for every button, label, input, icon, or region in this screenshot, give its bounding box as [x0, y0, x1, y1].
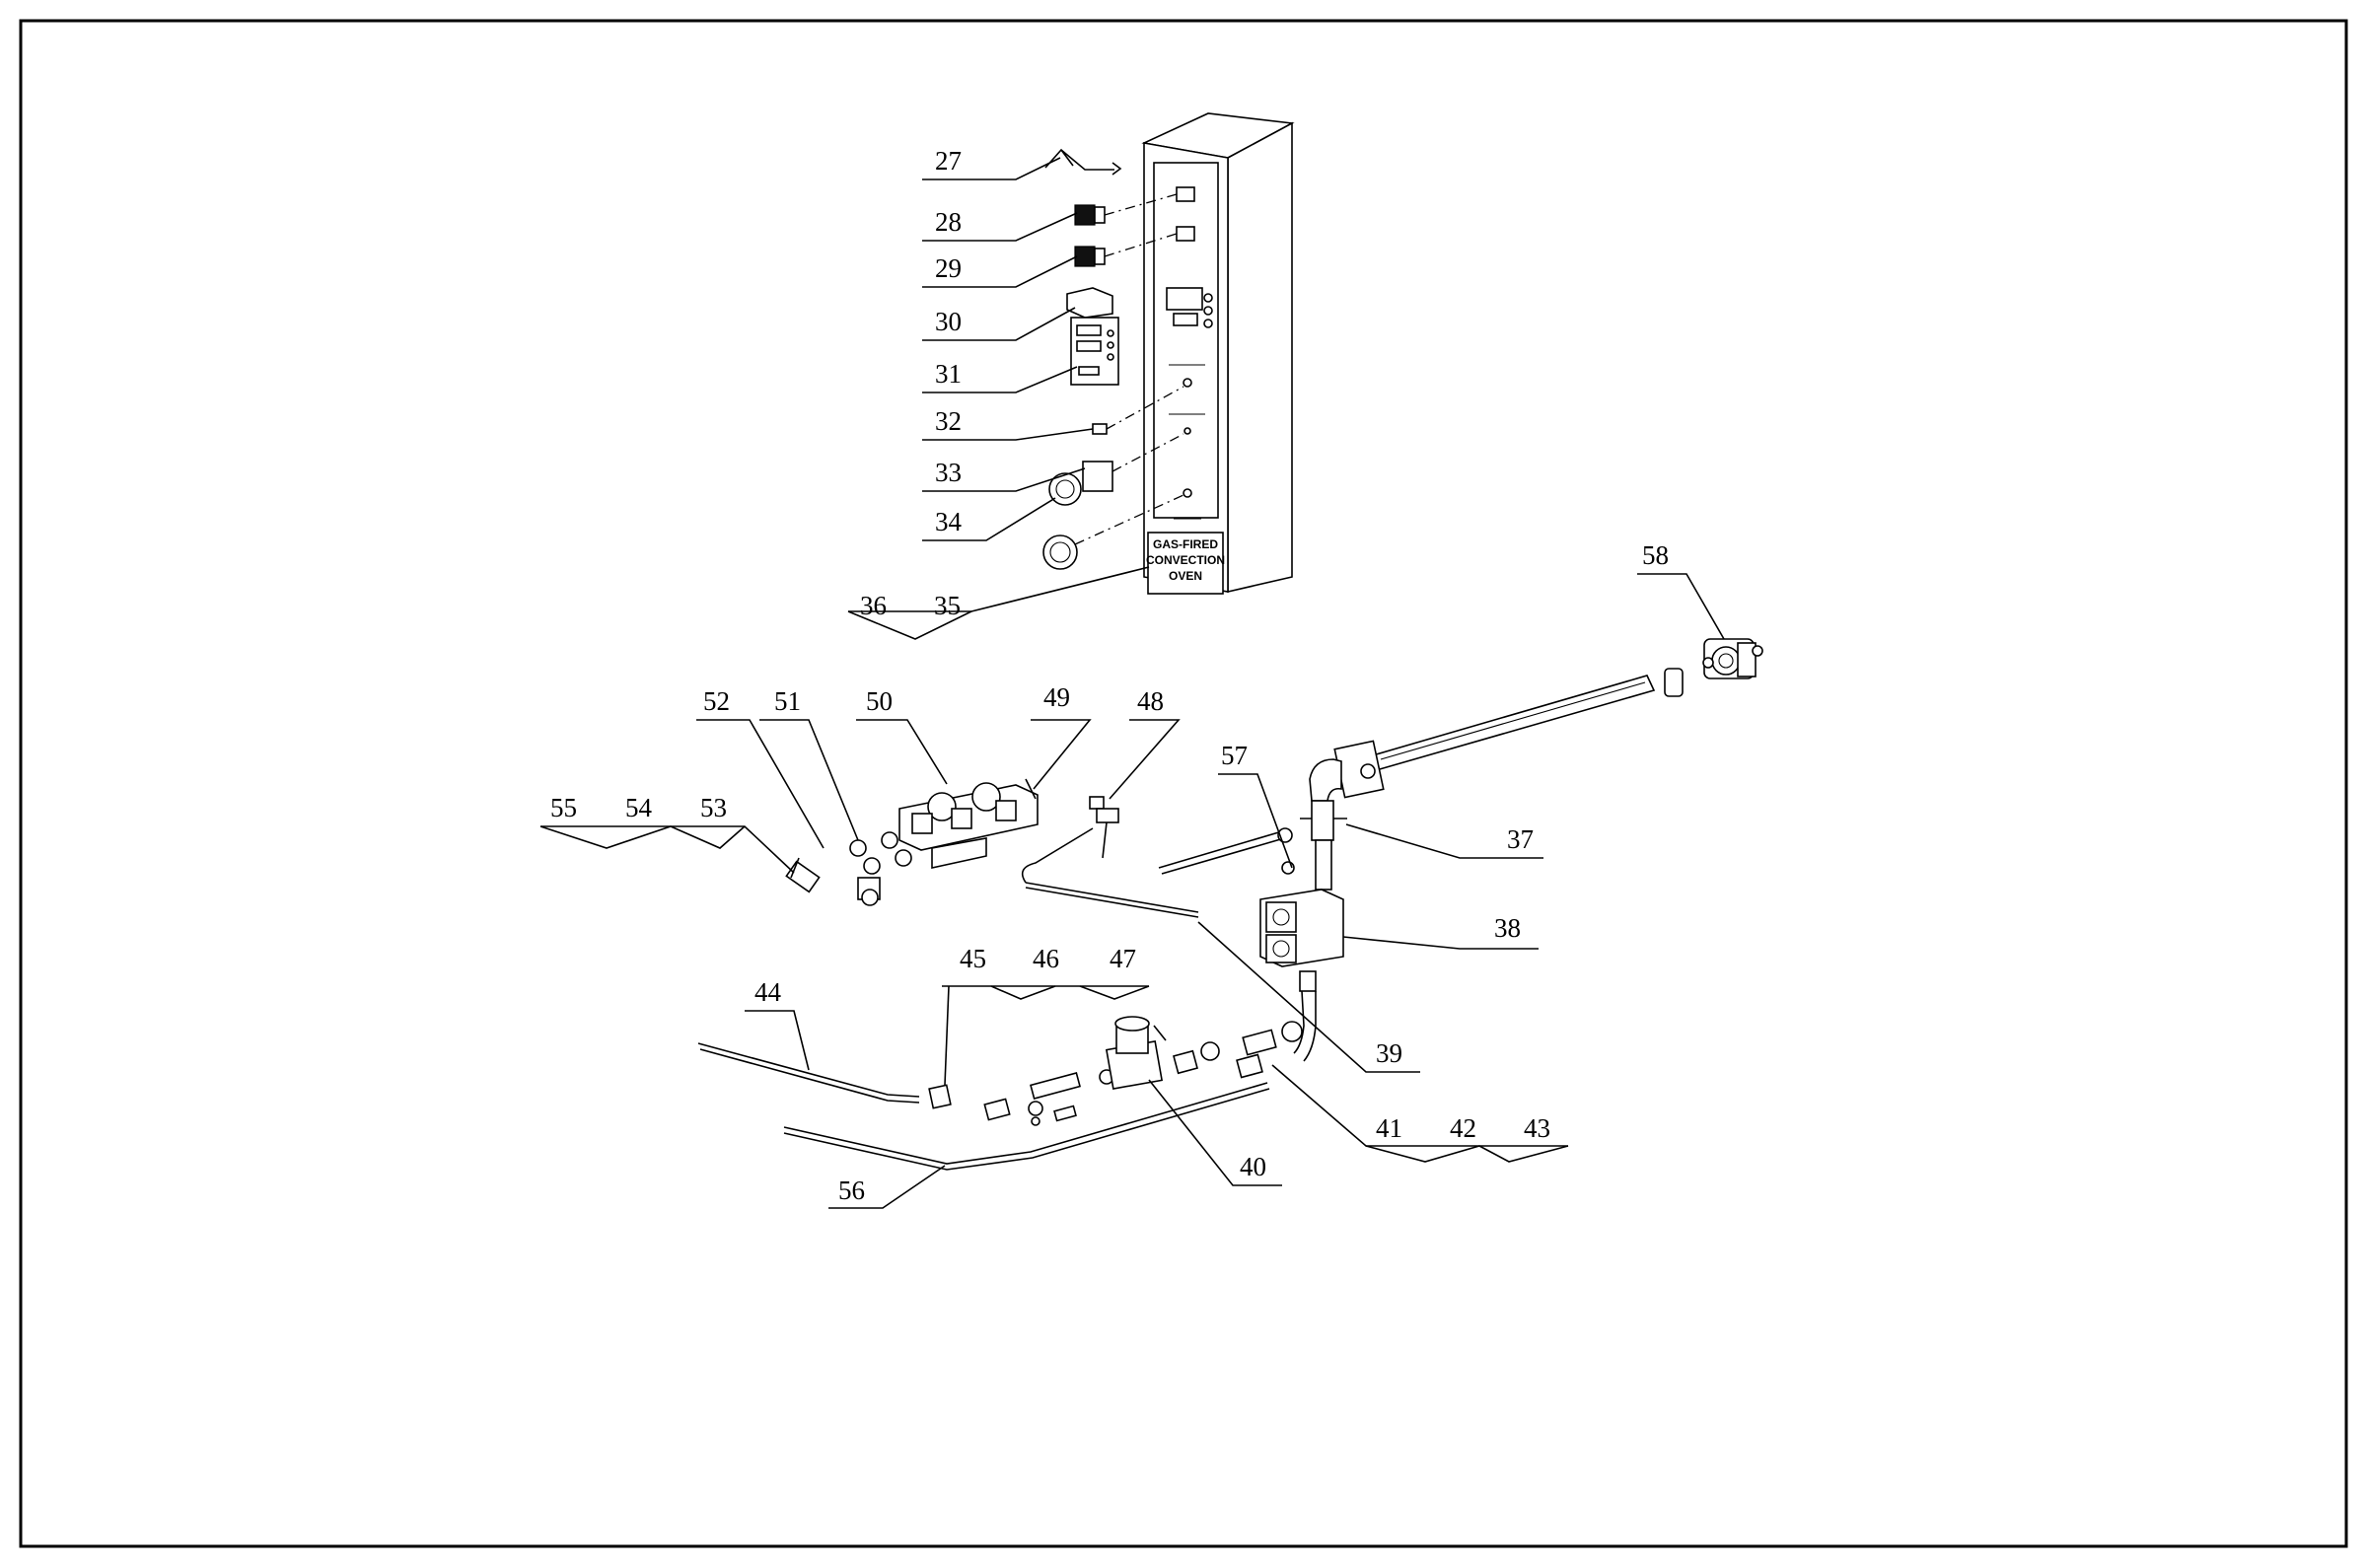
- callout-42: 42: [1450, 1113, 1476, 1143]
- callout-28: 28: [935, 207, 962, 237]
- callout-31: 31: [935, 359, 962, 389]
- leader-lines: [539, 157, 1725, 1209]
- callout-41: 41: [1376, 1113, 1402, 1143]
- callout-49: 49: [1043, 682, 1070, 712]
- callout-51: 51: [774, 686, 801, 716]
- callout-40: 40: [1240, 1152, 1266, 1181]
- callout-36: 36: [860, 591, 887, 620]
- callout-48: 48: [1137, 686, 1164, 716]
- control-panel: GAS-FIRED CONVECTION OVEN: [1141, 112, 1295, 595]
- callout-34: 34: [935, 507, 963, 536]
- callout-27: 27: [935, 146, 962, 176]
- callout-46: 46: [1033, 944, 1059, 973]
- callout-43: 43: [1524, 1113, 1550, 1143]
- panel-label-line-1: GAS-FIRED: [1153, 537, 1218, 551]
- callout-53: 53: [700, 793, 727, 822]
- callout-55: 55: [550, 793, 577, 822]
- callout-32: 32: [935, 406, 962, 436]
- callout-35: 35: [934, 591, 961, 620]
- callout-52: 52: [703, 686, 730, 716]
- callout-54: 54: [625, 793, 653, 822]
- callout-29: 29: [935, 253, 962, 283]
- callout-37: 37: [1507, 824, 1534, 854]
- callout-50: 50: [866, 686, 893, 716]
- gas-valve: [1259, 889, 1344, 967]
- callout-44: 44: [754, 977, 782, 1007]
- gas-pipe-assembly: [1021, 638, 1763, 1062]
- callout-33: 33: [935, 458, 962, 487]
- callout-57: 57: [1221, 741, 1248, 770]
- panel-label-line-3: OVEN: [1169, 569, 1202, 583]
- callout-39: 39: [1376, 1038, 1402, 1068]
- callout-58: 58: [1642, 540, 1669, 570]
- panel-components: [1042, 148, 1184, 570]
- callout-45: 45: [960, 944, 986, 973]
- panel-label-line-2: CONVECTION: [1146, 553, 1225, 567]
- drawing-border: [19, 19, 2348, 1548]
- gas-regulator: [1702, 638, 1763, 679]
- burner-valve-assembly: [785, 778, 1039, 906]
- callout-56: 56: [838, 1176, 865, 1205]
- callout-38: 38: [1494, 913, 1521, 943]
- callout-numbers: 27 28 29 30 31 32 33 34 35 36 37 38 39 4…: [550, 146, 1669, 1205]
- callout-47: 47: [1110, 944, 1136, 973]
- callout-30: 30: [935, 307, 962, 336]
- pilot-solenoid-assembly: [697, 1016, 1303, 1171]
